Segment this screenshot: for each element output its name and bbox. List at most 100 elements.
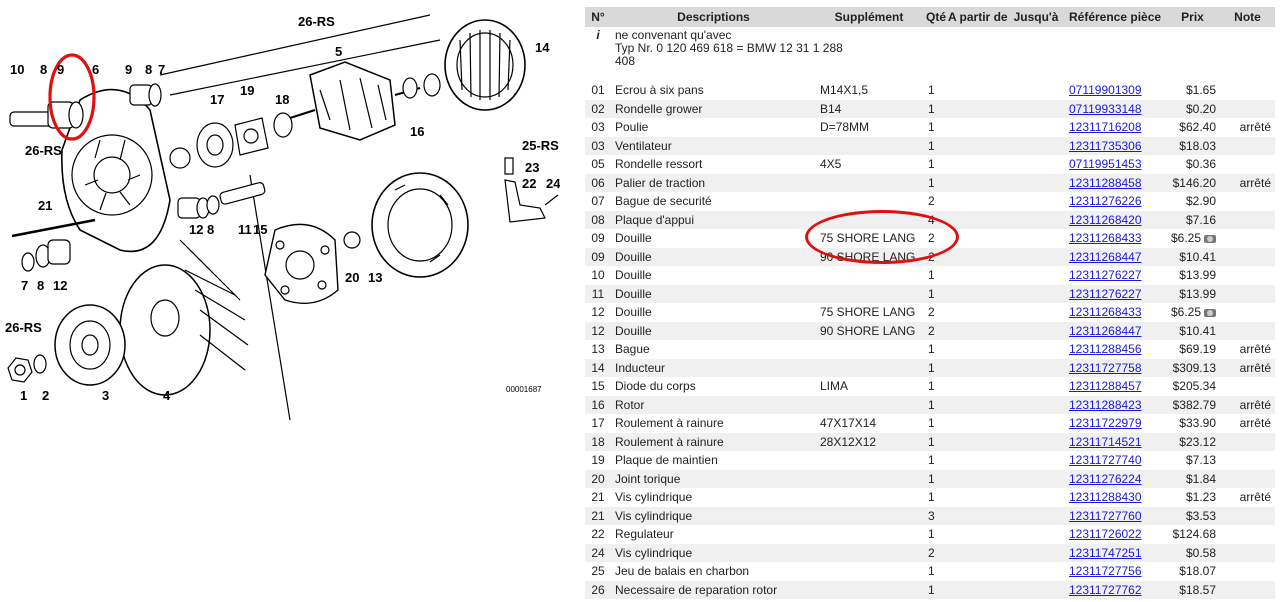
row-qty: 1 bbox=[922, 395, 944, 414]
row-qty: 1 bbox=[928, 268, 935, 283]
row-note bbox=[1220, 266, 1275, 285]
row-num: 01 bbox=[591, 83, 605, 98]
price-value: $62.40 bbox=[1179, 120, 1216, 135]
row-qty: 1 bbox=[928, 564, 935, 579]
row-price: $6.25 bbox=[1165, 229, 1220, 248]
row-ref: 12311726022 bbox=[1065, 525, 1165, 544]
row-ref: 12311268433 bbox=[1065, 229, 1165, 248]
row-to bbox=[1007, 229, 1065, 248]
part-reference-link[interactable]: 12311727740 bbox=[1069, 453, 1142, 468]
row-supp bbox=[816, 173, 922, 192]
part-reference-link[interactable]: 07119951453 bbox=[1069, 157, 1142, 172]
price-value: $309.13 bbox=[1172, 360, 1216, 375]
part-reference-link[interactable]: 12311288430 bbox=[1069, 490, 1142, 505]
row-to bbox=[1007, 580, 1065, 599]
part-callout-label: 3 bbox=[102, 388, 109, 403]
part-reference-link[interactable]: 12311727762 bbox=[1069, 582, 1142, 597]
part-reference-link[interactable]: 12311288458 bbox=[1069, 175, 1142, 190]
row-ref: 12311288423 bbox=[1065, 395, 1165, 414]
row-note: arrêté bbox=[1239, 120, 1271, 135]
camera-icon[interactable] bbox=[1204, 235, 1216, 244]
row-qty: 1 bbox=[928, 416, 935, 431]
part-reference-link[interactable]: 12311276227 bbox=[1069, 286, 1142, 301]
part-reference-link[interactable]: 12311276227 bbox=[1069, 268, 1142, 283]
part-reference-link[interactable]: 12311276226 bbox=[1069, 194, 1142, 209]
row-note: arrêté bbox=[1220, 395, 1275, 414]
row-note bbox=[1220, 562, 1275, 581]
table-header-row: N° Descriptions Supplément Qté A partir … bbox=[585, 7, 1275, 27]
camera-icon[interactable] bbox=[1204, 309, 1216, 318]
part-reference-link[interactable]: 12311288423 bbox=[1069, 397, 1142, 412]
row-desc: Jeu de balais en charbon bbox=[615, 564, 750, 579]
row-ref: 12311714521 bbox=[1065, 432, 1165, 451]
row-qty: 1 bbox=[922, 136, 944, 155]
part-reference-link[interactable]: 12311726022 bbox=[1069, 527, 1142, 542]
row-price: $13.99 bbox=[1165, 284, 1220, 303]
info-text: ne convenant qu'avec Typ Nr. 0 120 469 6… bbox=[611, 27, 1275, 81]
row-supp bbox=[816, 543, 922, 562]
row-supp: 28X12X12 bbox=[816, 432, 922, 451]
row-note bbox=[1220, 229, 1275, 248]
part-reference-link[interactable]: 12311288456 bbox=[1069, 342, 1142, 357]
row-to bbox=[1007, 321, 1065, 340]
row-to bbox=[1007, 99, 1065, 118]
col-header-price: Prix bbox=[1165, 7, 1220, 27]
part-reference-link[interactable]: 07119933148 bbox=[1069, 101, 1142, 116]
part-reference-link[interactable]: 12311268447 bbox=[1069, 249, 1142, 264]
part-callout-label: 12 bbox=[53, 278, 67, 293]
price-value: $18.57 bbox=[1179, 582, 1216, 597]
row-from bbox=[944, 210, 1007, 229]
row-desc: Douille bbox=[611, 321, 816, 340]
row-to bbox=[1007, 247, 1065, 266]
row-supp bbox=[816, 340, 922, 359]
part-reference-link[interactable]: 12311716208 bbox=[1069, 120, 1142, 135]
part-reference-link[interactable]: 12311714521 bbox=[1069, 434, 1142, 449]
row-price: $18.07 bbox=[1165, 562, 1220, 581]
row-ref: 12311727740 bbox=[1065, 451, 1165, 470]
row-from bbox=[944, 580, 1007, 599]
row-ref: 12311268420 bbox=[1065, 210, 1165, 229]
price-value: $205.34 bbox=[1172, 379, 1216, 394]
part-reference-link[interactable]: 12311288457 bbox=[1069, 379, 1142, 394]
part-reference-link[interactable]: 12311268433 bbox=[1069, 305, 1142, 320]
part-reference-link[interactable]: 12311268447 bbox=[1069, 323, 1142, 338]
row-price: $10.41 bbox=[1165, 321, 1220, 340]
part-callout-label: 10 bbox=[10, 62, 24, 77]
row-price: $124.68 bbox=[1165, 525, 1220, 544]
row-price: $23.12 bbox=[1165, 432, 1220, 451]
row-note bbox=[1220, 247, 1275, 266]
part-reference-link[interactable]: 12311276224 bbox=[1069, 471, 1142, 486]
part-reference-link[interactable]: 12311727758 bbox=[1069, 360, 1142, 375]
row-price: $0.20 bbox=[1165, 99, 1220, 118]
row-price: $18.03 bbox=[1165, 136, 1220, 155]
part-callout-label: 1 bbox=[20, 388, 27, 403]
part-reference-link[interactable]: 12311268420 bbox=[1069, 212, 1142, 227]
row-num: 11 bbox=[585, 284, 611, 303]
part-reference-link[interactable]: 12311722979 bbox=[1069, 416, 1142, 431]
part-callout-label: 11 bbox=[238, 222, 252, 237]
price-value: $10.41 bbox=[1179, 323, 1216, 338]
price-value: $13.99 bbox=[1179, 268, 1216, 283]
row-price: $62.40 bbox=[1165, 118, 1220, 137]
row-supp: 75 SHORE LANG bbox=[820, 305, 916, 320]
part-reference-link[interactable]: 12311735306 bbox=[1069, 138, 1142, 153]
row-desc: Rondelle grower bbox=[611, 99, 816, 118]
row-to bbox=[1007, 562, 1065, 581]
row-desc: Douille bbox=[611, 247, 816, 266]
part-reference-link[interactable]: 12311747251 bbox=[1069, 545, 1142, 560]
row-to bbox=[1007, 155, 1065, 174]
row-desc: Regulateur bbox=[615, 527, 674, 542]
part-reference-link[interactable]: 07119901309 bbox=[1069, 83, 1142, 98]
row-supp: 4X5 bbox=[820, 157, 842, 172]
row-qty: 1 bbox=[928, 342, 935, 357]
part-reference-link[interactable]: 12311268433 bbox=[1069, 231, 1142, 246]
part-reference-link[interactable]: 12311727760 bbox=[1069, 508, 1142, 523]
part-reference-link[interactable]: 12311727756 bbox=[1069, 564, 1142, 579]
row-num: 09 bbox=[585, 247, 611, 266]
